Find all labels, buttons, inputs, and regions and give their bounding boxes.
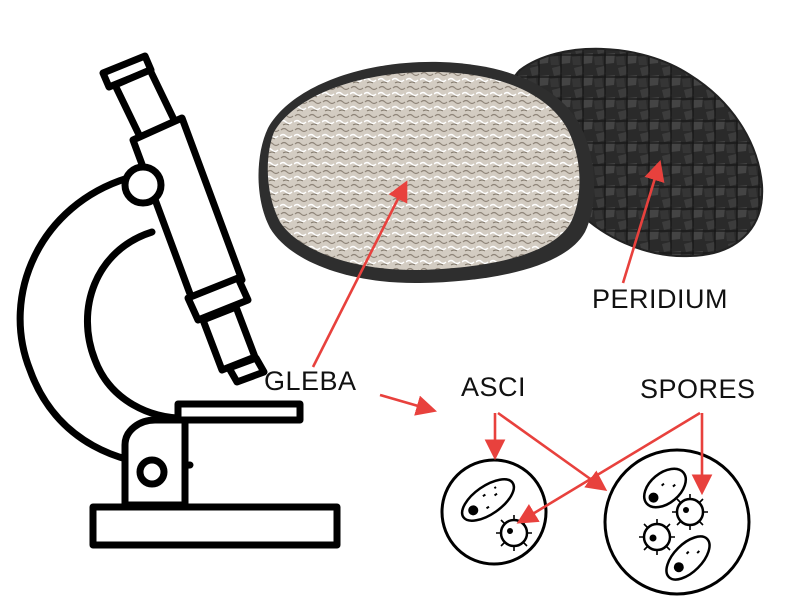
label-spores: SPORES (640, 374, 756, 404)
arrows (311, 160, 713, 524)
label-gleba: GLEBA (264, 366, 357, 396)
truffle-photo (258, 47, 764, 284)
label-asci: ASCI (461, 372, 527, 402)
microscope-icon (16, 52, 341, 549)
ascus-cell-icon (440, 448, 751, 596)
arrow-gleba (311, 180, 408, 368)
arrow-spores-left (516, 411, 701, 524)
gleba-region (267, 71, 580, 271)
spore-icon (496, 515, 532, 551)
arrow-gleba-to-asci (379, 393, 437, 416)
arrow-asci-right (497, 411, 608, 492)
arrow-peridium (621, 160, 665, 284)
label-peridium: PERIDIUM (592, 284, 729, 314)
